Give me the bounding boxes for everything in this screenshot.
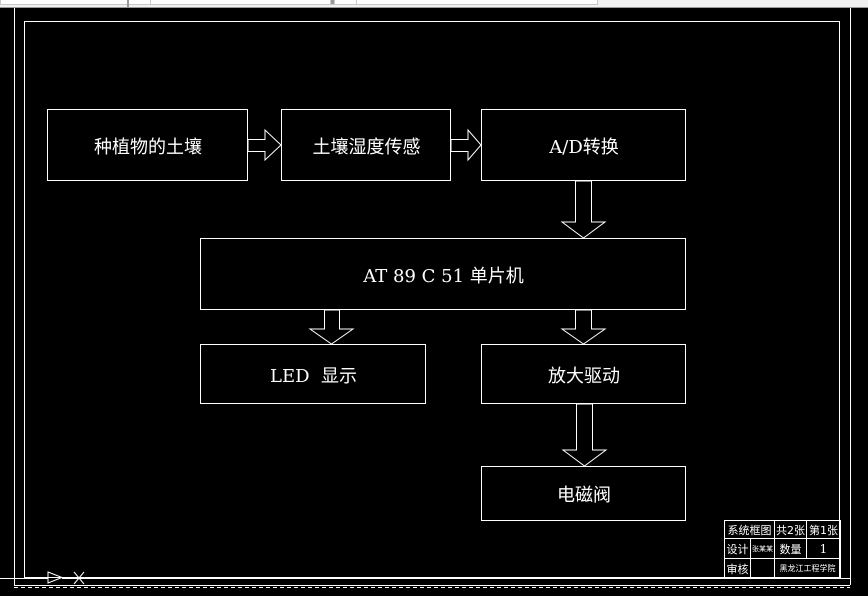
arrow-soil-to-sensor (247, 128, 282, 162)
title-block-reviewer (751, 559, 774, 578)
title-block-quantity: 1 (819, 542, 828, 556)
block-mcu-label: AT 89 C 51 单片机 (363, 265, 524, 287)
block-sensor-label: 土壤湿度传感 (312, 136, 421, 158)
arrow-mcu-to-led (308, 309, 355, 345)
title-block-drawing-name: 系统框图 (727, 524, 772, 537)
block-valve-label: 电磁阀 (557, 485, 611, 506)
arrow-mcu-to-amp (560, 309, 607, 345)
toolbar-separator (127, 0, 129, 7)
title-block-quantity-label: 数量 (779, 543, 802, 556)
diagram-svg (0, 8, 851, 588)
title-block (724, 520, 841, 578)
toolbar-divider (330, 0, 335, 5)
block-adc-label: A/D转换 (549, 136, 619, 158)
block-led-label: LED 显示 (270, 365, 357, 387)
block-soil-label: 种植物的土壤 (94, 136, 202, 158)
title-block-review-label: 审核 (726, 562, 749, 576)
block-valve[interactable] (481, 466, 686, 521)
arrow-adc-to-mcu (560, 180, 607, 239)
ucs-icon (0, 563, 850, 585)
arrow-sensor-to-adc (450, 128, 482, 162)
toolbar-strip (0, 0, 868, 8)
title-block-school: 黑龙江工程学院 (779, 564, 836, 573)
drawing-canvas[interactable]: 种植物的土壤 土壤湿度传感 A/D转换 AT 89 C 51 单片机 LED 显… (0, 8, 868, 596)
drawing-frame (24, 21, 840, 578)
title-block-sheet-no: 第1张 (809, 524, 838, 537)
toolbar-input[interactable] (356, 0, 598, 5)
title-block-designer: 张某某 (752, 545, 773, 553)
title-block-total-sheets: 共2张 (776, 524, 805, 537)
block-mcu[interactable] (200, 238, 686, 310)
block-amp-label: 放大驱动 (548, 365, 620, 387)
arrow-amp-to-valve (561, 403, 608, 467)
toolbar-field[interactable] (0, 0, 157, 5)
title-block-design-label: 设计 (726, 543, 749, 556)
block-led[interactable] (200, 344, 426, 404)
